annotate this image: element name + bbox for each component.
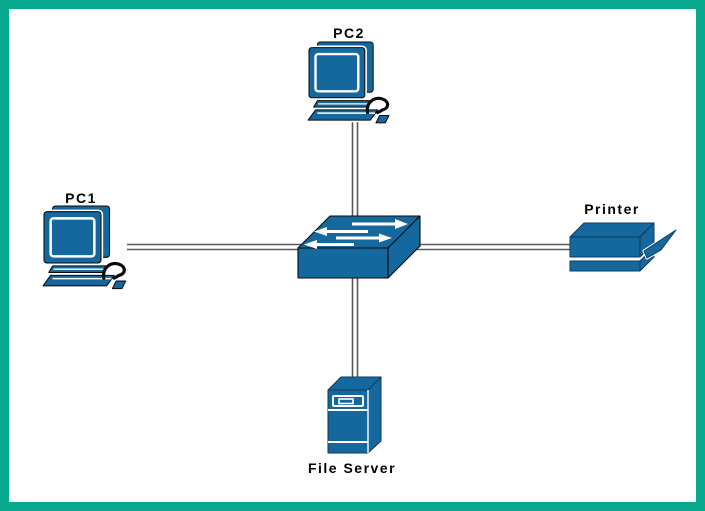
- pc2-label: PC2: [333, 25, 365, 41]
- pc2-icon: [308, 42, 389, 123]
- edge-pc1-switch: [127, 243, 310, 251]
- printer-icon: [569, 222, 678, 272]
- file-server-icon: [327, 376, 382, 454]
- printer-label: Printer: [584, 201, 640, 217]
- switch-arrows-icon: [304, 219, 408, 249]
- edge-fileserver-switch: [351, 277, 359, 380]
- switch-icon: [297, 215, 421, 279]
- edge-pc2-switch: [351, 116, 359, 220]
- network-diagram: [9, 9, 678, 454]
- pc1-label: PC1: [65, 190, 97, 206]
- file-server-label: File Server: [307, 460, 397, 476]
- pc1-icon: [43, 206, 126, 289]
- edge-printer-switch: [400, 243, 576, 251]
